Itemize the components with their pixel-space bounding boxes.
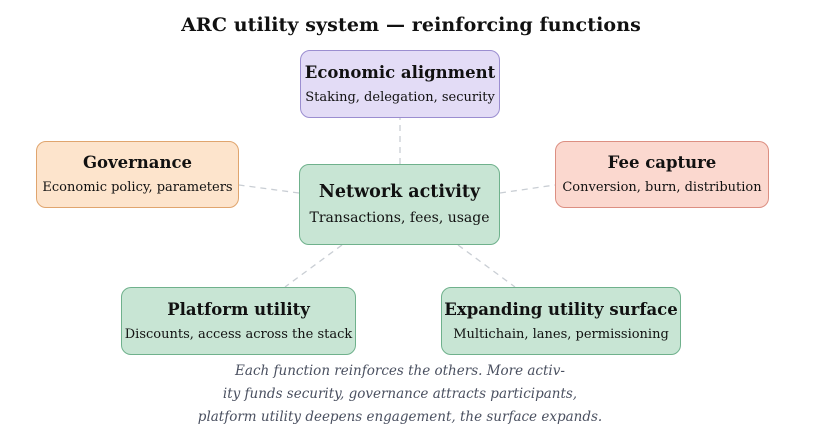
node-subtitle: Economic policy, parameters — [42, 180, 233, 195]
node-subtitle: Staking, delegation, security — [305, 89, 495, 105]
connector-network-fee — [499, 184, 556, 194]
node-title: Network activity — [318, 182, 481, 202]
node-title: Expanding utility surface — [444, 299, 678, 319]
caption-line: Each function reinforces the others. Mor… — [235, 363, 565, 379]
caption-line: platform utility deepens engagement, the… — [197, 409, 603, 425]
node-subtitle: Conversion, burn, distribution — [562, 180, 762, 195]
diagram-title: ARC utility system — reinforcing functio… — [181, 14, 641, 36]
node-expanding-utility-surface: Expanding utility surface Multichain, la… — [441, 287, 681, 355]
node-economic-alignment: Economic alignment Staking, delegation, … — [300, 50, 500, 118]
caption-line: ity funds security, governance attracts … — [222, 386, 578, 402]
node-title: Fee capture — [607, 153, 717, 172]
diagram-caption: Each function reinforces the others. Mor… — [180, 360, 620, 429]
node-network-activity: Network activity Transactions, fees, usa… — [299, 164, 500, 245]
connector-network-platform — [284, 244, 343, 288]
node-platform-utility: Platform utility Discounts, access acros… — [121, 287, 356, 355]
node-subtitle: Transactions, fees, usage — [309, 210, 490, 226]
node-title: Platform utility — [167, 299, 310, 319]
node-subtitle: Discounts, access across the stack — [124, 326, 353, 342]
node-title: Governance — [82, 153, 193, 172]
node-governance: Governance Economic policy, parameters — [36, 141, 239, 208]
connector-network-governance — [238, 184, 300, 194]
node-fee-capture: Fee capture Conversion, burn, distributi… — [555, 141, 769, 208]
connector-network-expanding — [457, 244, 516, 288]
node-title: Economic alignment — [304, 62, 496, 82]
node-subtitle: Multichain, lanes, permissioning — [453, 326, 669, 342]
